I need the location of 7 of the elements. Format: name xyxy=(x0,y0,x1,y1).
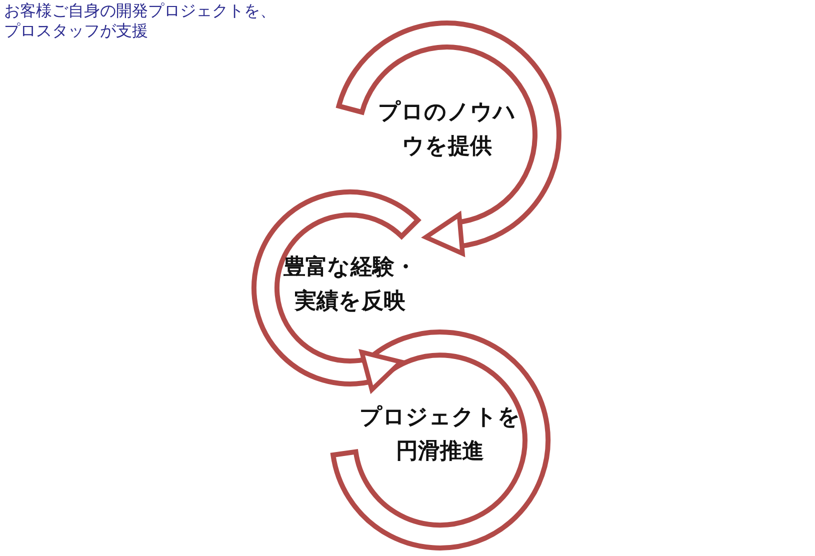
step-label: 豊富な経験・実績を反映 xyxy=(282,253,418,315)
arrowhead xyxy=(359,350,404,392)
step-label: プロジェクトを円滑推進 xyxy=(359,403,521,465)
step-label: プロのノウハウを提供 xyxy=(377,98,517,160)
circular-arrow-node xyxy=(328,328,552,552)
arrowhead xyxy=(423,212,465,256)
heading: お客様ご自身の開発プロジェクトを、プロスタッフが支援 xyxy=(4,2,277,42)
